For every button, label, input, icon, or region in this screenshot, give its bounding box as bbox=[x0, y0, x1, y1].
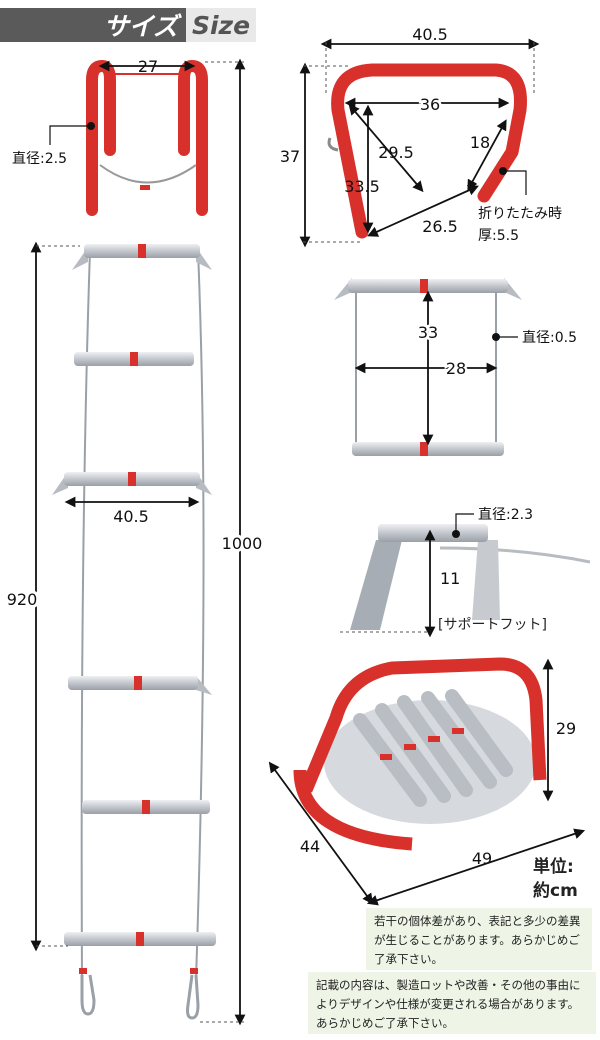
rung bbox=[352, 442, 504, 456]
label-hook-vertical: 33.5 bbox=[344, 177, 380, 196]
bottom-loop-right bbox=[186, 974, 200, 1020]
rung bbox=[64, 932, 216, 946]
rung-spacing-detail: 33 28 直径:0.5 bbox=[334, 278, 577, 456]
folded-hook-frame bbox=[300, 657, 547, 793]
note-design-change: 記載の内容は、製造ロットや改善・その他の事由によりデザインや仕様が変更される場合… bbox=[308, 972, 596, 1034]
rung bbox=[68, 676, 212, 695]
rung bbox=[334, 278, 522, 300]
size-header: サイズ Size bbox=[0, 8, 256, 42]
unit-label: 単位: 約cm bbox=[533, 855, 578, 903]
support-foot-detail: 直径:2.3 11 bbox=[340, 506, 591, 638]
label-frame-diameter: 直径:2.5 bbox=[12, 150, 67, 167]
note-individual-difference: 若干の個体差があり、表記と多少の差異が生じることがあります。あらかじめご了承下さ… bbox=[366, 908, 592, 970]
label-rung-length: 40.5 bbox=[113, 507, 149, 526]
label-top-width: 27 bbox=[138, 57, 158, 76]
label-hook-inner: 36 bbox=[420, 95, 440, 114]
label-hook-diag: 29.5 bbox=[378, 143, 414, 162]
label-length-1000: 1000 bbox=[222, 534, 263, 553]
label-rung-spacing: 33 bbox=[418, 323, 438, 342]
top-hook-right bbox=[178, 59, 208, 216]
rung bbox=[52, 472, 212, 495]
support-foot-label: [サポートフット] bbox=[438, 617, 547, 633]
label-hook-side: 18 bbox=[470, 133, 490, 152]
wire-right bbox=[195, 249, 205, 981]
label-hook-width: 40.5 bbox=[412, 25, 448, 44]
hook-detail: 40.5 37 36 29.5 18 33.5 26.5 折りたたみ時 厚:5.… bbox=[280, 25, 562, 248]
rung bbox=[72, 244, 212, 270]
wire-left bbox=[80, 249, 91, 981]
unit-line-1: 単位: bbox=[533, 857, 574, 877]
label-length-920: 920 bbox=[7, 590, 38, 609]
label-wire-diameter: 直径:0.5 bbox=[522, 329, 577, 346]
folded-ladder-view: 29 44 49 bbox=[268, 657, 586, 906]
label-folded: 折りたたみ時 bbox=[478, 206, 562, 222]
top-hook-left bbox=[86, 59, 116, 216]
rung bbox=[82, 800, 210, 814]
label-rung-inner-width: 28 bbox=[446, 359, 466, 378]
label-support-diameter: 直径:2.3 bbox=[478, 506, 533, 523]
rung bbox=[74, 352, 194, 366]
header-title-jp: サイズ bbox=[0, 8, 186, 42]
label-support-height: 11 bbox=[440, 569, 460, 588]
ladder-full-view: 27 直径:2.5 40.5 920 1000 bbox=[4, 57, 265, 1026]
label-hook-height: 37 bbox=[280, 147, 300, 166]
header-title-en: Size bbox=[186, 8, 256, 42]
unit-line-2: 約cm bbox=[533, 881, 578, 901]
label-folded-width: 49 bbox=[472, 849, 492, 868]
label-hook-bottom: 26.5 bbox=[422, 217, 458, 236]
label-folded-height: 29 bbox=[556, 719, 576, 738]
bottom-loop-left bbox=[80, 974, 96, 1016]
hook-frame bbox=[331, 63, 527, 239]
label-folded-thickness: 厚:5.5 bbox=[478, 228, 519, 244]
label-folded-depth: 44 bbox=[300, 837, 320, 856]
